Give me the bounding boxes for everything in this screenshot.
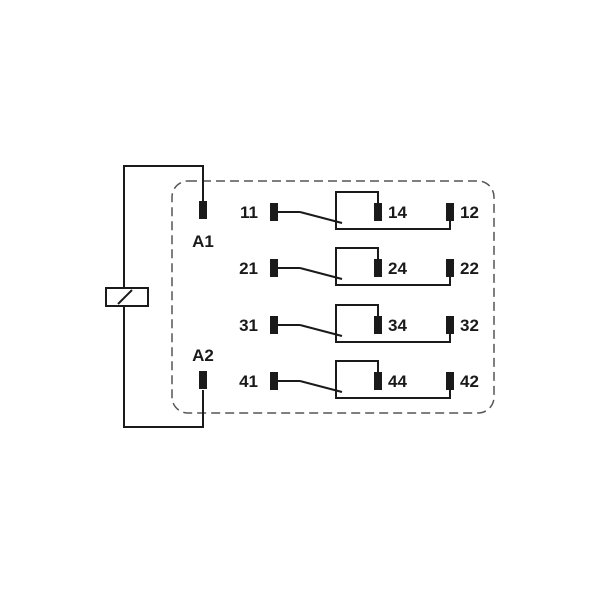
terminal-no [374, 316, 382, 334]
terminal-label-a2: A2 [192, 346, 214, 365]
label-nc: 32 [460, 316, 479, 335]
coil-wire-top [123, 165, 204, 288]
contact-nc-path [335, 331, 451, 343]
label-nc: 12 [460, 203, 479, 222]
terminal-a2 [199, 371, 207, 389]
terminal-no [374, 372, 382, 390]
coil-symbol [105, 287, 149, 307]
terminal-nc [446, 372, 454, 390]
contact-no-bracket [335, 304, 379, 334]
terminal-a1 [199, 201, 207, 219]
label-no: 34 [388, 316, 407, 335]
coil-circuit: A1 A2 [105, 165, 214, 428]
contact-row: 11 14 12 [240, 191, 479, 230]
label-common: 21 [239, 259, 258, 278]
contact-rows: 11 14 12 21 24 22 31 34 32 41 44 42 [239, 191, 479, 399]
terminal-no [374, 259, 382, 277]
terminal-common [270, 372, 278, 390]
label-nc: 42 [460, 372, 479, 391]
terminal-nc [446, 259, 454, 277]
terminal-label-a1: A1 [192, 232, 214, 251]
coil-symbol-slash [117, 289, 133, 305]
label-common: 41 [239, 372, 258, 391]
contact-nc-path [335, 274, 451, 286]
terminal-common [270, 316, 278, 334]
label-common: 11 [240, 203, 258, 222]
label-no: 44 [388, 372, 407, 391]
terminal-nc [446, 203, 454, 221]
label-nc: 22 [460, 259, 479, 278]
label-no: 14 [388, 203, 407, 222]
relay-housing [171, 180, 495, 414]
contact-row: 41 44 42 [239, 360, 479, 399]
contact-no-bracket [335, 191, 379, 221]
contact-row: 21 24 22 [239, 247, 479, 286]
label-common: 31 [239, 316, 258, 335]
label-no: 24 [388, 259, 407, 278]
terminal-nc [446, 316, 454, 334]
coil-wire-bottom [123, 306, 204, 428]
terminal-common [270, 259, 278, 277]
contact-row: 31 34 32 [239, 304, 479, 343]
terminal-common [270, 203, 278, 221]
contact-no-bracket [335, 360, 379, 390]
contact-no-bracket [335, 247, 379, 277]
contact-nc-path [335, 218, 451, 230]
terminal-no [374, 203, 382, 221]
contact-nc-path [335, 387, 451, 399]
